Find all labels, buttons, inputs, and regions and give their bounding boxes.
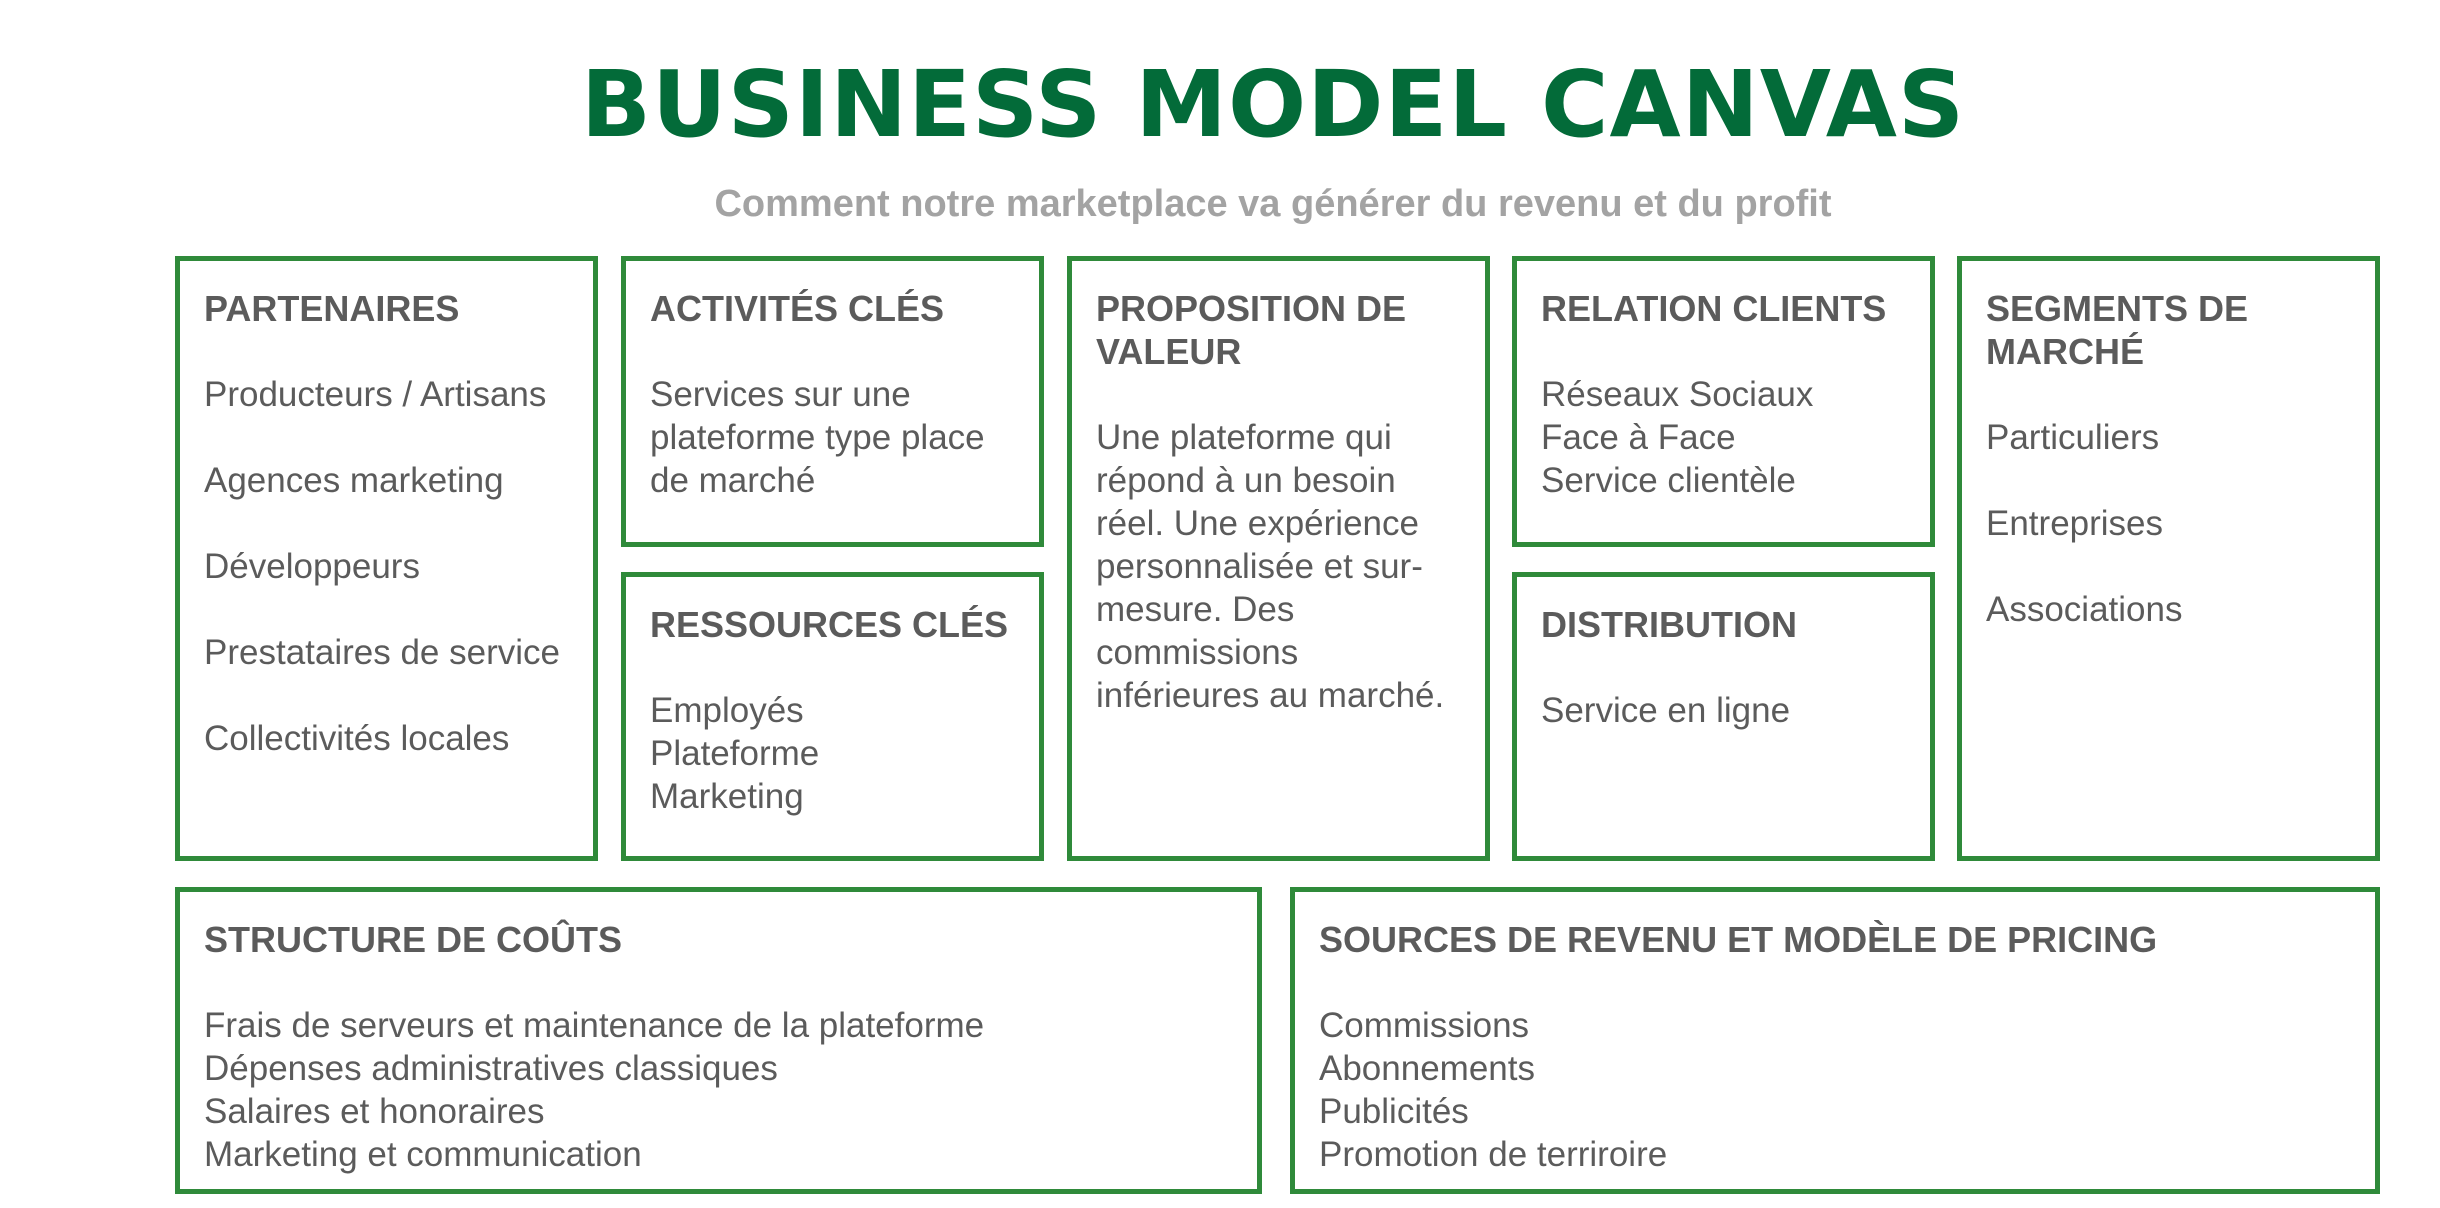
- key-resources-item: Plateforme: [650, 734, 820, 773]
- revenue-streams-block: SOURCES DE REVENU ET MODÈLE DE PRICING C…: [1290, 887, 2380, 1194]
- value-proposition-block: PROPOSITION DE VALEUR Une plateforme qui…: [1067, 256, 1490, 861]
- value-proposition-text: Une plateforme qui répond à un besoin ré…: [1096, 418, 1445, 715]
- cost-structure-item: Marketing et communication: [204, 1135, 642, 1174]
- revenue-streams-item: Promotion de terriroire: [1319, 1135, 1668, 1174]
- key-resources-item: Marketing: [650, 777, 804, 816]
- distribution-block: DISTRIBUTION Service en ligne: [1512, 572, 1935, 861]
- market-segments-item: Associations: [1986, 590, 2183, 629]
- revenue-streams-item: Commissions: [1319, 1006, 1530, 1045]
- cost-structure-item: Dépenses administratives classiques: [204, 1049, 778, 1088]
- value-proposition-title: PROPOSITION DE VALEUR: [1096, 288, 1407, 372]
- partners-item: Producteurs / Artisans: [204, 375, 547, 414]
- key-resources-title: RESSOURCES CLÉS: [650, 604, 1009, 645]
- market-segments-title: SEGMENTS DE MARCHÉ: [1986, 288, 2249, 372]
- partners-item: Prestataires de service: [204, 633, 560, 672]
- revenue-streams-title: SOURCES DE REVENU ET MODÈLE DE PRICING: [1319, 919, 2158, 960]
- cost-structure-item: Salaires et honoraires: [204, 1092, 545, 1131]
- partners-title: PARTENAIRES: [204, 288, 460, 329]
- customer-relations-block: RELATION CLIENTS Réseaux Sociaux Face à …: [1512, 256, 1935, 547]
- distribution-title: DISTRIBUTION: [1541, 604, 1797, 645]
- partners-item: Agences marketing: [204, 461, 504, 500]
- cost-structure-title: STRUCTURE DE COÛTS: [204, 919, 623, 960]
- customer-relations-title: RELATION CLIENTS: [1541, 288, 1887, 329]
- market-segments-block: SEGMENTS DE MARCHÉ Particuliers Entrepri…: [1957, 256, 2380, 861]
- distribution-item: Service en ligne: [1541, 691, 1791, 730]
- cost-structure-item: Frais de serveurs et maintenance de la p…: [204, 1006, 985, 1045]
- customer-relations-item: Face à Face: [1541, 418, 1736, 457]
- key-activities-block: ACTIVITÉS CLÉS Services sur une platefor…: [621, 256, 1044, 547]
- revenue-streams-item: Abonnements: [1319, 1049, 1535, 1088]
- market-segments-item: Entreprises: [1986, 504, 2164, 543]
- partners-item: Collectivités locales: [204, 719, 510, 758]
- revenue-streams-item: Publicités: [1319, 1092, 1469, 1131]
- key-activities-title: ACTIVITÉS CLÉS: [650, 288, 945, 329]
- key-resources-block: RESSOURCES CLÉS Employés Plateforme Mark…: [621, 572, 1044, 861]
- page-subtitle: Comment notre marketplace va générer du …: [714, 183, 1832, 225]
- key-activities-item: Services sur une plateforme type place d…: [650, 375, 985, 500]
- cost-structure-block: STRUCTURE DE COÛTS Frais de serveurs et …: [175, 887, 1262, 1194]
- partners-block: PARTENAIRES Producteurs / Artisans Agenc…: [175, 256, 598, 861]
- key-resources-item: Employés: [650, 691, 804, 730]
- partners-item: Développeurs: [204, 547, 420, 586]
- page-title: BUSINESS MODEL CANVAS: [580, 51, 1966, 158]
- customer-relations-item: Service clientèle: [1541, 461, 1796, 500]
- market-segments-item: Particuliers: [1986, 418, 2160, 457]
- customer-relations-item: Réseaux Sociaux: [1541, 375, 1814, 414]
